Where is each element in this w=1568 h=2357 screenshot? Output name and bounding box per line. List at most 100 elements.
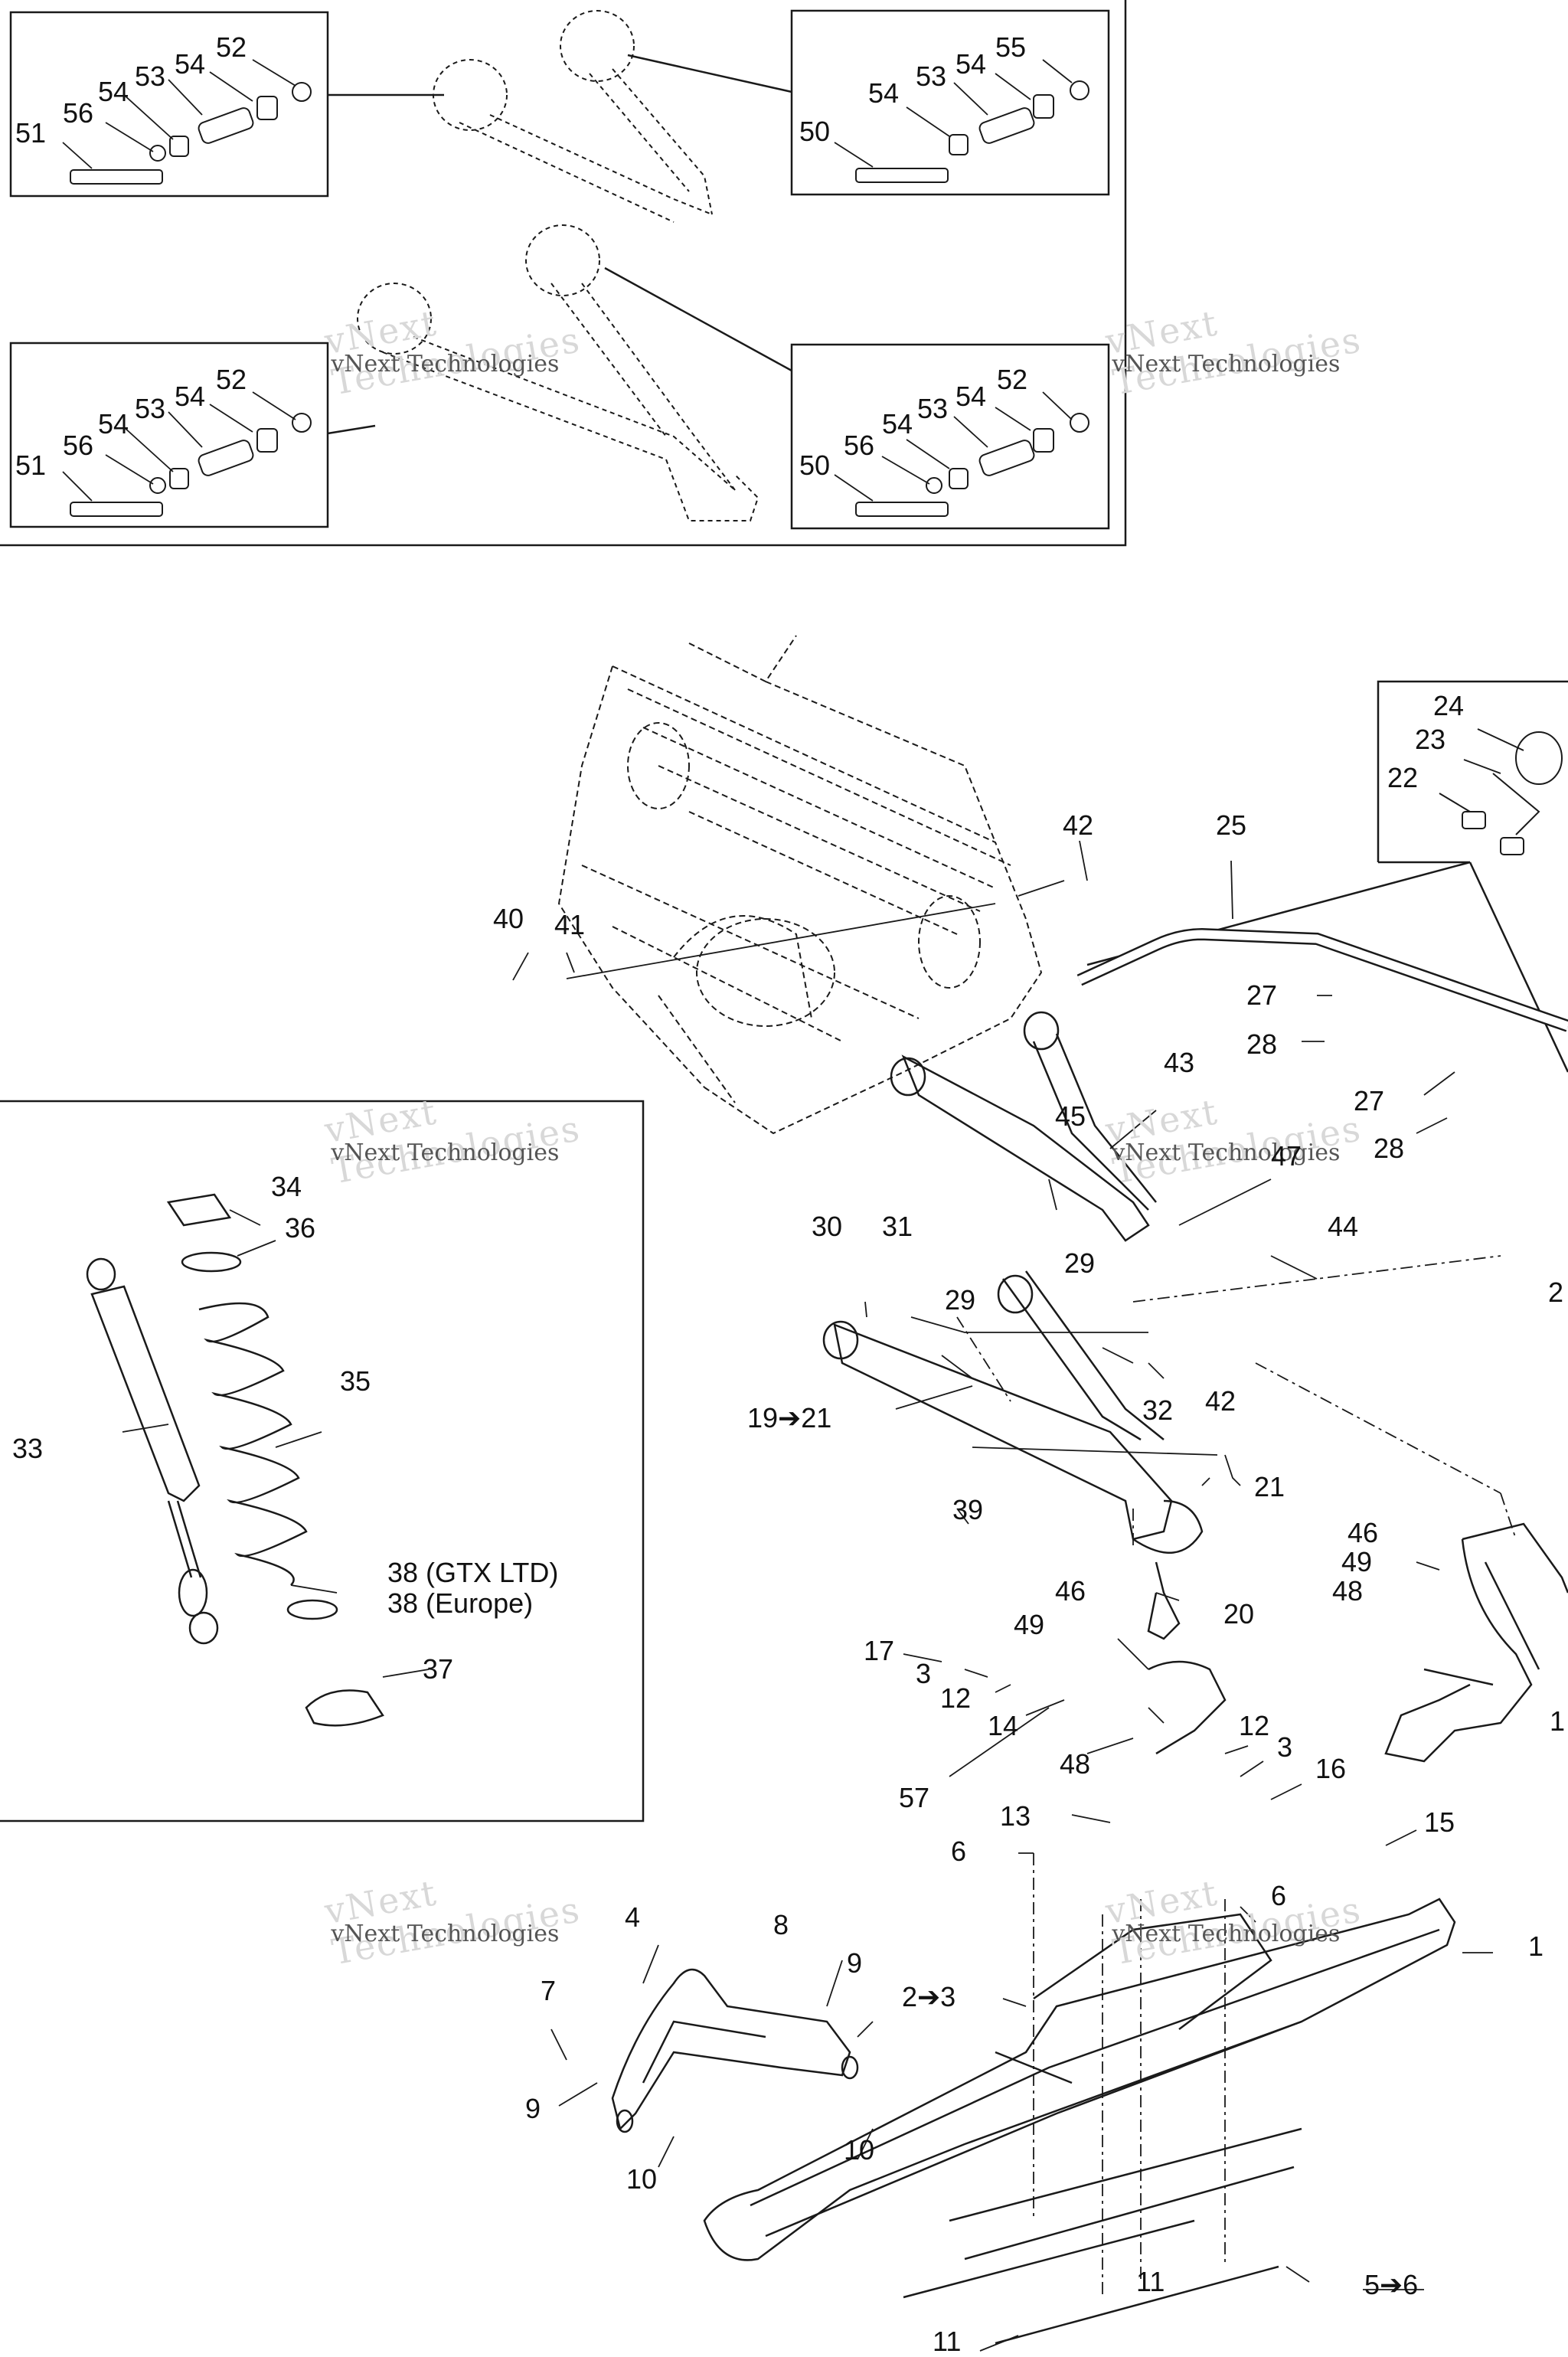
callout: 56 [844, 430, 875, 461]
callout: 9 [525, 2093, 541, 2124]
callout: 42 [1205, 1385, 1236, 1417]
callout: 52 [216, 364, 247, 395]
callout: 2➔3 [902, 1981, 956, 2012]
callout: 27 [1246, 979, 1278, 1011]
callout: 28 [1374, 1133, 1405, 1164]
callout: 35 [340, 1365, 371, 1397]
callout: 1 [1550, 1705, 1566, 1737]
callout: 40 [493, 903, 524, 934]
callout: 23 [1415, 724, 1446, 755]
callout: 39 [952, 1494, 984, 1525]
callout: 53 [135, 393, 166, 424]
callout: 54 [868, 77, 900, 109]
callout: 49 [1014, 1609, 1045, 1640]
callout: 8 [773, 1909, 789, 1940]
callout: 41 [554, 909, 586, 940]
callout: 28 [1246, 1028, 1278, 1060]
callout: 25 [1216, 809, 1247, 841]
spring [198, 1302, 308, 1586]
callout: 38 (GTX LTD) [387, 1557, 559, 1588]
callout: 15 [1424, 1806, 1455, 1838]
callout: 29 [945, 1284, 976, 1316]
spindle [1147, 1522, 1568, 1763]
callout: 54 [175, 381, 206, 412]
callout: 6 [1271, 1880, 1287, 1911]
callout: 42 [1063, 809, 1094, 841]
ski-leg [611, 1968, 859, 2133]
callout: 5➔6 [1364, 2269, 1419, 2300]
callout: 21 [1254, 1471, 1285, 1502]
callout: 52 [997, 364, 1028, 395]
callout: 54 [98, 408, 129, 440]
callout: 22 [1387, 762, 1419, 793]
callout: 4 [625, 1901, 641, 1933]
phantom-upper-arm [357, 10, 760, 521]
shock-panel-frame [0, 1100, 645, 1823]
frame-chassis [557, 635, 1043, 1135]
callout: 11 [933, 2326, 962, 2357]
callout: 12 [1239, 1710, 1270, 1741]
callout: 47 [1271, 1140, 1302, 1172]
lower-a-arm [822, 1270, 1204, 1554]
callout: 51 [15, 117, 47, 149]
shock-absorber [86, 1257, 219, 1645]
seat-37 [305, 1689, 384, 1727]
callout: 36 [285, 1212, 316, 1244]
top-inset-frame [0, 0, 1127, 547]
callout: 56 [63, 430, 94, 461]
inset-leaders [62, 59, 1073, 502]
callout: 7 [541, 1975, 557, 2006]
callout: 46 [1055, 1575, 1086, 1607]
callout: 51 [15, 449, 47, 481]
callout: 24 [1433, 690, 1465, 721]
callout: 48 [1332, 1575, 1364, 1607]
callout: 52 [216, 31, 247, 63]
callout: 44 [1328, 1211, 1359, 1242]
callout: 31 [882, 1211, 913, 1242]
callout: 33 [12, 1433, 44, 1464]
callout: 45 [1055, 1100, 1086, 1132]
callout: 38 (Europe) [387, 1587, 534, 1619]
callout: 54 [175, 48, 206, 80]
inset-box-bottom-right [790, 343, 1110, 530]
callout: 16 [1315, 1753, 1347, 1784]
callout: 37 [423, 1653, 454, 1685]
callout: 54 [98, 76, 129, 107]
callout: 53 [135, 60, 166, 92]
callout: 53 [916, 60, 947, 92]
callout: 13 [1000, 1800, 1031, 1832]
inset-box-top-right [790, 9, 1110, 196]
callout: 57 [899, 1782, 930, 1813]
callout: 20 [1223, 1598, 1255, 1630]
inset-hardware [70, 80, 1089, 517]
inset-box-top-left [9, 11, 329, 198]
callout: 14 [988, 1710, 1019, 1741]
callout: 9 [847, 1947, 863, 1979]
ski [703, 1898, 1456, 2261]
callout: 54 [956, 381, 987, 412]
callout: 43 [1164, 1047, 1195, 1078]
callout: 50 [799, 116, 831, 147]
callout: 17 [864, 1635, 895, 1666]
callout: 27 [1354, 1085, 1385, 1116]
callout: 3 [1277, 1731, 1293, 1763]
washer-36 [181, 1251, 242, 1273]
inset-box-bottom-left [9, 342, 329, 528]
callout: 32 [1142, 1394, 1174, 1426]
spring-seat-top [166, 1193, 232, 1227]
seat-38 [286, 1599, 338, 1620]
callout: 30 [812, 1211, 843, 1242]
callout: 50 [799, 449, 831, 481]
upper-a-arm [890, 1011, 1157, 1242]
callout: 34 [271, 1171, 302, 1202]
wear-bars [903, 2219, 1279, 2345]
sway-bar [1076, 927, 1568, 1032]
callout: 1 [1528, 1930, 1544, 1962]
callout: 2 [1548, 1277, 1564, 1308]
callout: 56 [63, 97, 94, 129]
main-leaders [122, 840, 1493, 2352]
callout: 11 [1136, 2266, 1165, 2297]
inset-box-right [1377, 680, 1568, 862]
callout: 6 [951, 1836, 967, 1867]
